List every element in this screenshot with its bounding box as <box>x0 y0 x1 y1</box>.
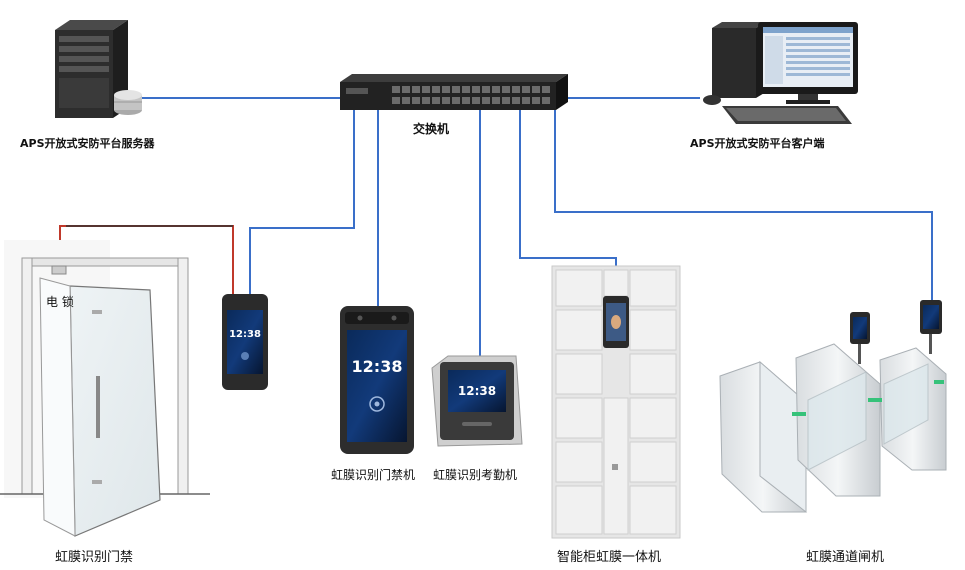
smart-cabinet-icon <box>551 265 681 539</box>
wall-reader-icon: 12:38 <box>222 294 268 390</box>
lock-label: 电 锁 <box>46 295 74 309</box>
server-icon <box>55 20 142 118</box>
switch-label: 交换机 <box>413 122 450 136</box>
attendance-machine-label: 虹膜识别考勤机 <box>433 468 518 482</box>
link-gate <box>554 108 933 300</box>
attendance-machine-icon: 12:38 <box>431 355 523 447</box>
link-access-door <box>249 108 355 296</box>
database-icon <box>114 90 142 115</box>
door-icon <box>0 240 210 537</box>
switch-icon <box>340 74 568 110</box>
svg-text:12:38: 12:38 <box>352 357 403 376</box>
access-machine-label: 虹膜识别门禁机 <box>331 468 416 482</box>
client-label: APS开放式安防平台客户端 <box>690 137 825 150</box>
svg-text:12:38: 12:38 <box>229 329 261 340</box>
svg-text:12:38: 12:38 <box>458 384 496 398</box>
server-label: APS开放式安防平台服务器 <box>20 137 155 150</box>
door-label: 虹膜识别门禁 <box>55 550 134 565</box>
gate-label: 虹膜通道闸机 <box>806 550 885 565</box>
client-pc-icon <box>703 22 858 124</box>
gate-turnstile-icon <box>719 300 947 514</box>
cabinet-label: 智能柜虹膜一体机 <box>557 550 662 565</box>
network-links <box>140 97 933 356</box>
access-machine-icon: 12:38 <box>340 306 414 454</box>
